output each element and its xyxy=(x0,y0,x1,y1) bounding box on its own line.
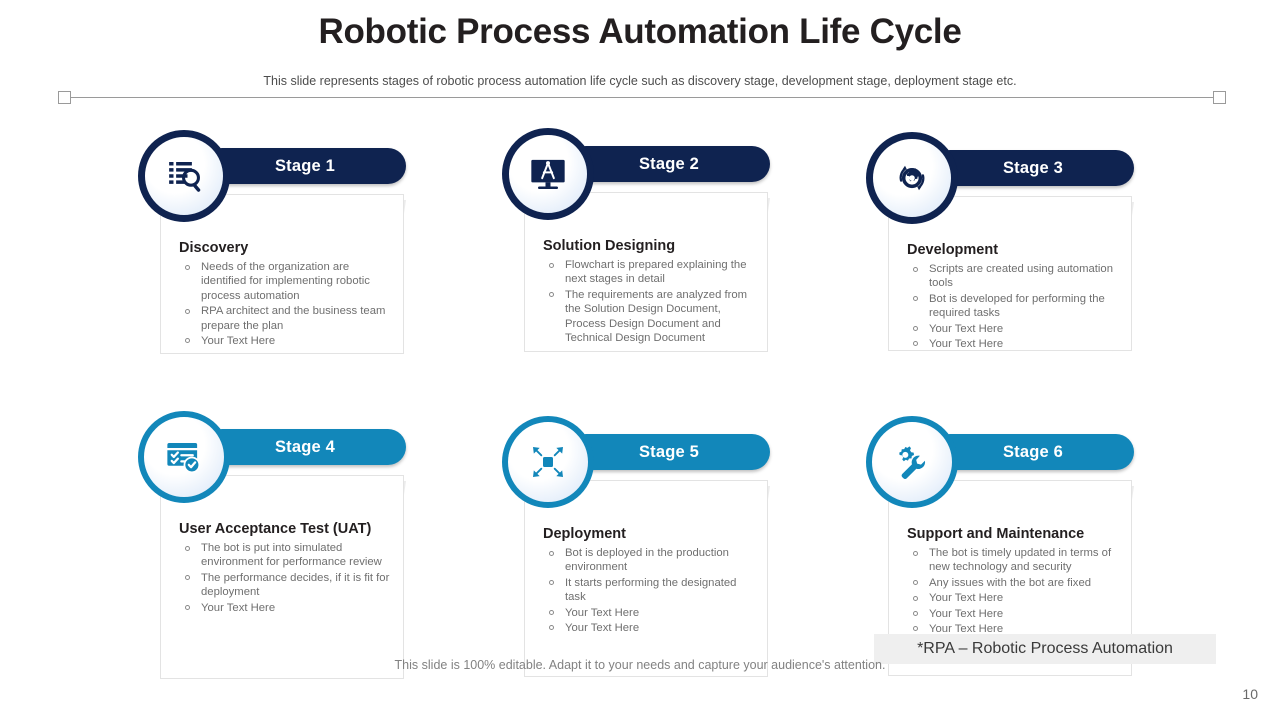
list-item: Scripts are created using automation too… xyxy=(907,262,1121,291)
editable-note: This slide is 100% editable. Adapt it to… xyxy=(394,658,886,672)
stage-pill-label: Stage 3 xyxy=(1002,158,1064,177)
stage-bullet-list: Flowchart is prepared explaining the nex… xyxy=(543,258,757,345)
checklist-verified-icon xyxy=(163,436,205,478)
list-item: The bot is timely updated in terms of ne… xyxy=(907,546,1121,575)
list-item: The requirements are analyzed from the S… xyxy=(543,288,757,345)
page-subtitle: This slide represents stages of robotic … xyxy=(263,74,1017,88)
stage-heading: User Acceptance Test (UAT) xyxy=(179,521,372,537)
list-item: Needs of the organization are identified… xyxy=(179,260,393,303)
monitor-compass-icon xyxy=(528,154,568,194)
list-item: The performance decides, if it is fit fo… xyxy=(179,571,393,600)
stage-pill-1[interactable]: Stage 1 xyxy=(204,148,406,184)
stage-badge-1 xyxy=(138,130,230,222)
page-title: Robotic Process Automation Life Cycle xyxy=(318,12,962,51)
stage-bullet-list: The bot is timely updated in terms of ne… xyxy=(907,546,1121,636)
stage-pill-4[interactable]: Stage 4 xyxy=(204,429,406,465)
header-divider xyxy=(58,90,1226,106)
list-item: Your Text Here xyxy=(907,607,1121,621)
list-item: Your Text Here xyxy=(907,337,1121,351)
stage-pill-label: Stage 5 xyxy=(638,442,700,461)
divider-handle-right[interactable] xyxy=(1213,91,1226,104)
list-item: The bot is put into simulated environmen… xyxy=(179,541,393,570)
list-item: Your Text Here xyxy=(179,334,393,348)
stage-badge-6 xyxy=(866,416,958,508)
rpa-footnote: *RPA – Robotic Process Automation xyxy=(874,634,1216,664)
list-item: It starts performing the designated task xyxy=(543,576,757,605)
stage-card-body: Discovery Needs of the organization are … xyxy=(160,194,404,354)
stage-pill-label: Stage 1 xyxy=(274,156,336,175)
stage-pill-6[interactable]: Stage 6 xyxy=(932,434,1134,470)
stage-heading: Discovery xyxy=(179,240,249,256)
stage-badge-3 xyxy=(866,132,958,224)
stage-badge-5 xyxy=(502,416,594,508)
stage-pill-2[interactable]: Stage 2 xyxy=(568,146,770,182)
list-item: Your Text Here xyxy=(543,621,757,635)
document-magnifier-icon xyxy=(163,155,205,197)
stage-bullet-list: Needs of the organization are identified… xyxy=(179,260,393,348)
stage-badge-2 xyxy=(502,128,594,220)
stage-badge-4 xyxy=(138,411,230,503)
list-item: Your Text Here xyxy=(179,601,393,615)
stage-card-body: Development Scripts are created using au… xyxy=(888,196,1132,351)
stage-bullet-list: Scripts are created using automation too… xyxy=(907,262,1121,351)
stage-pill-5[interactable]: Stage 5 xyxy=(568,434,770,470)
stage-heading: Development xyxy=(907,242,999,258)
list-item: RPA architect and the business team prep… xyxy=(179,304,393,333)
list-item: Flowchart is prepared explaining the nex… xyxy=(543,258,757,287)
stage-heading: Solution Designing xyxy=(543,238,676,254)
expand-arrows-icon xyxy=(528,442,568,482)
list-item: Your Text Here xyxy=(907,591,1121,605)
page-number: 10 xyxy=(1242,686,1258,702)
stage-pill-3[interactable]: Stage 3 xyxy=(932,150,1134,186)
stage-card-body: User Acceptance Test (UAT) The bot is pu… xyxy=(160,475,404,679)
list-item: Bot is developed for performing the requ… xyxy=(907,292,1121,321)
stage-pill-label: Stage 2 xyxy=(638,154,700,173)
rpa-footnote-text: *RPA – Robotic Process Automation xyxy=(917,640,1173,657)
list-item: Your Text Here xyxy=(907,622,1121,636)
gear-wrench-icon xyxy=(892,442,932,482)
stage-pill-label: Stage 6 xyxy=(1002,442,1064,461)
stage-heading: Deployment xyxy=(543,526,626,542)
gear-refresh-icon xyxy=(891,157,933,199)
divider-line xyxy=(70,97,1214,98)
stage-pill-label: Stage 4 xyxy=(274,437,336,456)
stage-card-body: Deployment Bot is deployed in the produc… xyxy=(524,480,768,677)
stage-bullet-list: Bot is deployed in the production enviro… xyxy=(543,546,757,635)
list-item: Any issues with the bot are fixed xyxy=(907,576,1121,590)
stage-bullet-list: The bot is put into simulated environmen… xyxy=(179,541,393,615)
stage-heading: Support and Maintenance xyxy=(907,526,1085,542)
list-item: Your Text Here xyxy=(907,322,1121,336)
list-item: Your Text Here xyxy=(543,606,757,620)
stage-card-body: Solution Designing Flowchart is prepared… xyxy=(524,192,768,352)
list-item: Bot is deployed in the production enviro… xyxy=(543,546,757,575)
